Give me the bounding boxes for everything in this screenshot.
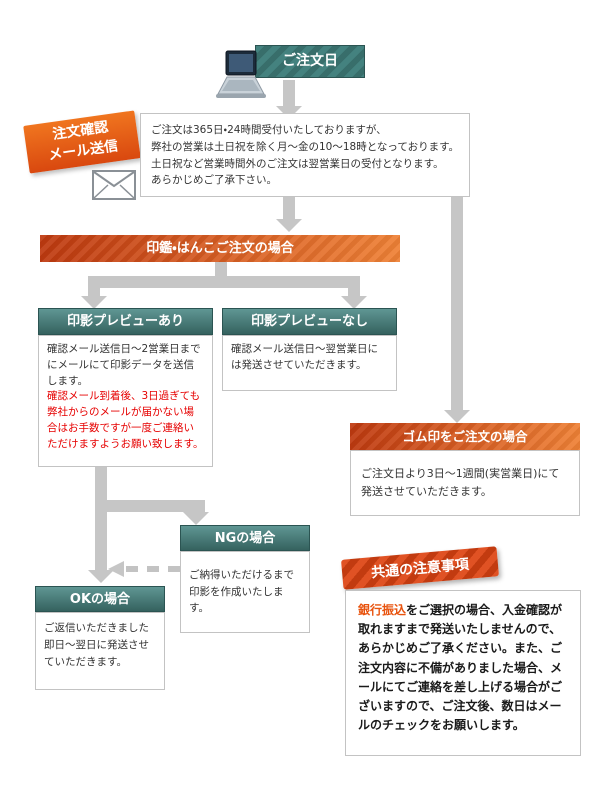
reception-note-line: 弊社の営業は土日祝を除く月〜金の10〜18時となっております。 [151, 140, 460, 153]
preview-yes-warning: 確認メール到着後、3日過ぎても弊社からのメールが届かない場合はお手数ですが一度ご… [47, 390, 204, 450]
reception-note-line: 土日祝など営業時間外のご注文は翌営業日の受付となります。 [151, 157, 444, 170]
connector-rubber-down [451, 197, 463, 410]
order-confirm-label: 注文確認 メール送信 [23, 110, 141, 174]
arrowhead-down-icon [341, 296, 367, 309]
connector-ng-loop-dashed [126, 566, 180, 572]
preview-no-header: 印影プレビューなし [222, 308, 397, 335]
reception-note-box: ご注文は365日・24時間受付いたしておりますが、 弊社の営業は土日祝を除く月〜… [140, 113, 470, 197]
ok-case-header: OKの場合 [35, 586, 165, 612]
connector-note-down [283, 197, 295, 219]
connector-ng-horizontal [95, 500, 205, 512]
ok-case-body: ご返信いただきました即日〜翌日に発送させていただきます。 [44, 622, 149, 668]
connector-split-right [348, 288, 360, 296]
arrowhead-down-icon [81, 296, 107, 309]
connector-ok-down [95, 467, 107, 570]
common-notes-box: 銀行振込をご選択の場合、入金確認が取れますまで発送いたしませんので、あらかじめご… [345, 590, 581, 756]
preview-yes-box: 確認メール送信日〜2営業日までにメールにて印影データを送信します。 確認メール到… [38, 335, 213, 467]
preview-no-box: 確認メール送信日〜翌営業日には発送させていただきます。 [222, 335, 397, 391]
laptop-icon [210, 50, 268, 106]
preview-yes-header: 印影プレビューあり [38, 308, 213, 335]
arrowhead-down-icon [88, 570, 114, 583]
order-date-node: ご注文日 [255, 45, 365, 78]
arrowhead-down-icon [444, 410, 470, 423]
rubber-order-box: ご注文日より3日〜1週間(実営業日)にて発送させていただきます。 [350, 450, 580, 516]
reception-note-line: ご注文は365日・24時間受付いたしておりますが、 [151, 124, 387, 136]
connector-split-stub [215, 262, 227, 276]
common-notes-body: 銀行振込をご選択の場合、入金確認が取れますまで発送いたしませんので、あらかじめご… [358, 601, 568, 735]
connector-split-horizontal [88, 276, 360, 288]
preview-yes-body: 確認メール送信日〜2営業日までにメールにて印影データを送信します。 [47, 343, 201, 387]
hanko-order-banner: 印鑑・はんこご注文の場合 [40, 235, 400, 262]
envelope-icon [92, 170, 136, 204]
rubber-order-banner: ゴム印をご注文の場合 [350, 423, 580, 450]
bank-transfer-highlight: 銀行振込 [358, 603, 407, 617]
connector-split-left [88, 288, 100, 296]
common-notes-banner: 共通の注意事項 [340, 546, 500, 590]
ng-case-header: NGの場合 [180, 525, 310, 551]
ng-case-box: ご納得いただけるまで印影を作成いたします。 [180, 551, 310, 633]
preview-no-body: 確認メール送信日〜翌営業日には発送させていただきます。 [231, 343, 378, 371]
ng-case-body: ご納得いただけるまで印影を作成いたします。 [189, 568, 294, 615]
rubber-order-body: ご注文日より3日〜1週間(実営業日)にて発送させていただきます。 [361, 467, 560, 498]
arrowhead-down-icon [276, 219, 302, 232]
ok-case-box: ご返信いただきました即日〜翌日に発送させていただきます。 [35, 612, 165, 690]
arrowhead-left-icon [108, 561, 124, 577]
reception-note-line: あらかじめご了承下さい。 [151, 174, 277, 187]
connector-orderdate-down [283, 80, 295, 106]
arrowhead-down-icon [183, 512, 209, 525]
common-notes-text: をご選択の場合、入金確認が取れますまで発送いたしませんので、あらかじめご了承くだ… [358, 603, 563, 733]
